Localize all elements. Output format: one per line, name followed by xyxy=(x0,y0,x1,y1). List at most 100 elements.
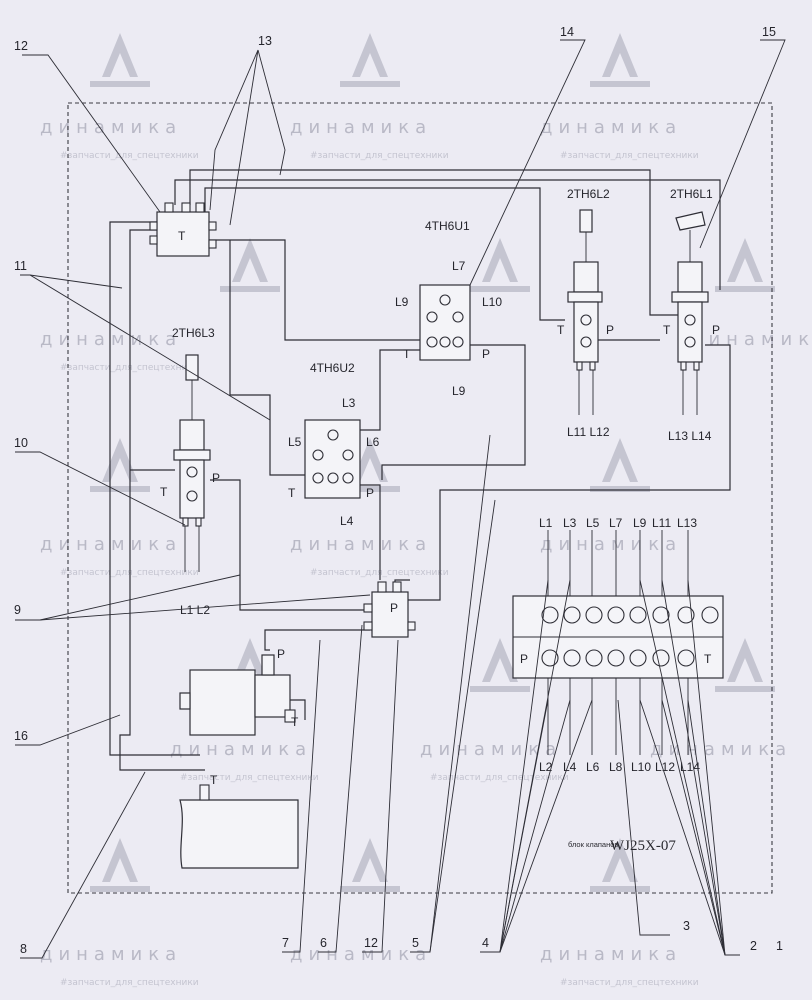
port-label-p: P xyxy=(277,647,285,661)
manifold-block-top: T xyxy=(149,202,217,257)
callout-13: 13 xyxy=(258,34,272,48)
port-label-t: T xyxy=(210,773,218,787)
port-label-l3: L3 xyxy=(342,396,356,410)
watermark-tagline: #запчасти_для_спецтехники xyxy=(560,151,699,161)
watermark-tagline: #запчасти_для_спецтехники xyxy=(60,568,199,578)
valve-2th6l2: 2TH6L2 T P L11 L12 xyxy=(557,187,614,439)
watermark-tagline: #запчасти_для_спецтехники xyxy=(310,151,449,161)
watermark-logo xyxy=(470,238,530,292)
callout-2: 2 xyxy=(750,939,757,953)
port-label-l9-bottom: L9 xyxy=(452,384,466,398)
port-label-t: T xyxy=(178,229,186,243)
watermark-tagline: #запчасти_для_спецтехники xyxy=(180,773,319,783)
block-port-p: P xyxy=(520,652,528,666)
oil-tank: T xyxy=(179,773,299,869)
port-label-p: P xyxy=(606,323,614,337)
watermark-text: динамика xyxy=(650,739,792,760)
port-label-l10: L10 xyxy=(482,295,502,309)
callout-14: 14 xyxy=(560,25,574,39)
block-model: WJ25X-07 xyxy=(610,838,676,854)
block-port-column xyxy=(541,606,719,667)
block-label-l9: L9 xyxy=(633,516,647,530)
port-label-l4: L4 xyxy=(340,514,354,528)
block-label-l11: L11 xyxy=(652,516,671,530)
port-label-l5: L5 xyxy=(288,435,302,449)
block-label-l8: L8 xyxy=(609,760,623,774)
watermark-text: динамика xyxy=(690,329,812,350)
callout-9: 9 xyxy=(14,603,21,617)
watermark-text: динамика xyxy=(420,739,562,760)
watermark-logo xyxy=(340,33,400,87)
watermark-tagline: #запчасти_для_спецтехники xyxy=(310,568,449,578)
port-label-t: T xyxy=(403,347,411,361)
watermark-tagline: #запчасти_для_спецтехники xyxy=(560,978,699,988)
block-label-l14: L14 xyxy=(680,760,700,774)
port-label-t: T xyxy=(557,323,565,337)
valve-label-4th6u1: 4TH6U1 xyxy=(425,219,470,233)
watermark-tagline: #запчасти_для_спецтехники xyxy=(430,773,569,783)
valve-4th6u1: 4TH6U1 L7 L9 L10 T P L9 xyxy=(395,219,502,398)
watermark-text: динамика xyxy=(290,534,432,555)
callout-1: 1 xyxy=(776,939,783,953)
port-label-l7: L7 xyxy=(452,259,466,273)
pump-motor: P T xyxy=(179,647,299,736)
port-label-t: T xyxy=(663,323,671,337)
port-label-t: T xyxy=(288,486,296,500)
valve-2th6l3: 2TH6L3 T P L1 L2 xyxy=(160,326,220,617)
callout-6: 6 xyxy=(320,936,327,950)
block-label-l7: L7 xyxy=(609,516,623,530)
valve-label-2th6l2: 2TH6L2 xyxy=(567,187,610,201)
port-label-p: P xyxy=(366,486,374,500)
port-label-t: T xyxy=(160,485,168,499)
port-label-p: P xyxy=(212,471,220,485)
pair-label-l11-l12: L11 L12 xyxy=(567,425,610,439)
block-label-l13: L13 xyxy=(677,516,697,530)
callout-5: 5 xyxy=(412,936,419,950)
callout-10: 10 xyxy=(14,436,28,450)
valve-label-2th6l1: 2TH6L1 xyxy=(670,187,713,201)
watermark-logo xyxy=(340,838,400,892)
callout-12: 12 xyxy=(14,39,28,53)
block-label-l12: L12 xyxy=(655,760,675,774)
watermark-logo xyxy=(715,638,775,692)
port-label-t: T xyxy=(291,715,299,729)
watermark-logo xyxy=(90,438,150,492)
dashed-frame xyxy=(67,102,773,894)
callout-7: 7 xyxy=(282,936,289,950)
watermark-tagline: #запчасти_для_спецтехники xyxy=(60,151,199,161)
callout-8: 8 xyxy=(20,942,27,956)
port-label-l9: L9 xyxy=(395,295,409,309)
valve-4th6u2: 4TH6U2 L3 L5 L6 T P L4 xyxy=(288,361,380,528)
block-label-l6: L6 xyxy=(586,760,600,774)
block-label-l5: L5 xyxy=(586,516,600,530)
watermark-logo xyxy=(590,438,650,492)
callout-11: 11 xyxy=(14,259,27,273)
watermark-logo xyxy=(715,238,775,292)
pair-label-l1-l2: L1 L2 xyxy=(180,603,210,617)
callout-4: 4 xyxy=(482,936,489,950)
manifold-block-bottom: P xyxy=(363,581,416,638)
watermark-logo xyxy=(90,33,150,87)
valve-block-wj25x: P T L1 L3 L5 L7 L9 L11 L13 L2 L4 L6 L8 L… xyxy=(512,516,724,854)
valve-label-4th6u2: 4TH6U2 xyxy=(310,361,355,375)
leader-lines xyxy=(15,39,786,959)
watermark-layer: динамика динамика динамика #запчасти_для… xyxy=(40,33,812,988)
callout-16: 16 xyxy=(14,729,28,743)
block-label-l1: L1 xyxy=(539,516,553,530)
callout-15: 15 xyxy=(762,25,776,39)
watermark-tagline: #запчасти_для_спецтехники xyxy=(60,978,199,988)
callout-12-bottom: 12 xyxy=(364,936,378,950)
watermark-text: динамика xyxy=(540,944,682,965)
hydraulic-lines xyxy=(109,169,731,771)
port-label-l6: L6 xyxy=(366,435,380,449)
valve-2th6l1: 2TH6L1 T P L13 L14 xyxy=(663,187,720,443)
watermark-text: динамика xyxy=(290,117,432,138)
callout-3: 3 xyxy=(683,919,690,933)
watermark-text: динамика xyxy=(540,534,682,555)
watermark-text: динамика xyxy=(290,944,432,965)
port-label-p: P xyxy=(482,347,490,361)
watermark-text: динамика xyxy=(40,117,182,138)
block-name: блок клапанов xyxy=(568,840,618,849)
